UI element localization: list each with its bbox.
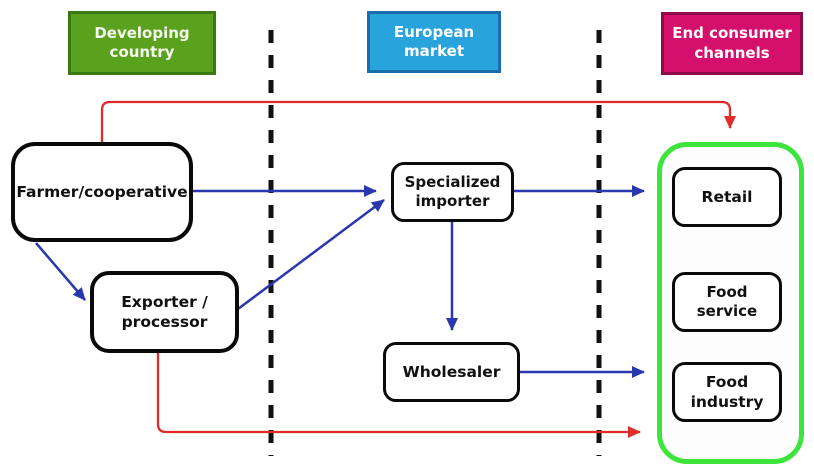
node-specialized-importer: Specialized importer [391, 162, 514, 222]
arrow-farmer-to-exporter [35, 242, 86, 301]
zone-header-end-consumer-channels: End consumer channels [661, 12, 803, 75]
node-food-service: Food service [672, 272, 782, 332]
node-retail: Retail [672, 167, 782, 227]
zone-header-european-market: European market [367, 11, 501, 73]
node-food-industry: Food industry [672, 362, 782, 422]
arrow-farmer-to-end-consumer [100, 100, 736, 142]
node-wholesaler: Wholesaler [383, 342, 520, 402]
arrow-exporter-to-importer [237, 198, 385, 311]
zone-header-developing-country: Developing country [68, 11, 216, 75]
arrow-exporter-to-end-consumer [156, 353, 641, 438]
node-exporter-processor: Exporter / processor [90, 271, 239, 353]
node-farmer-cooperative: Farmer/cooperative [11, 142, 193, 242]
